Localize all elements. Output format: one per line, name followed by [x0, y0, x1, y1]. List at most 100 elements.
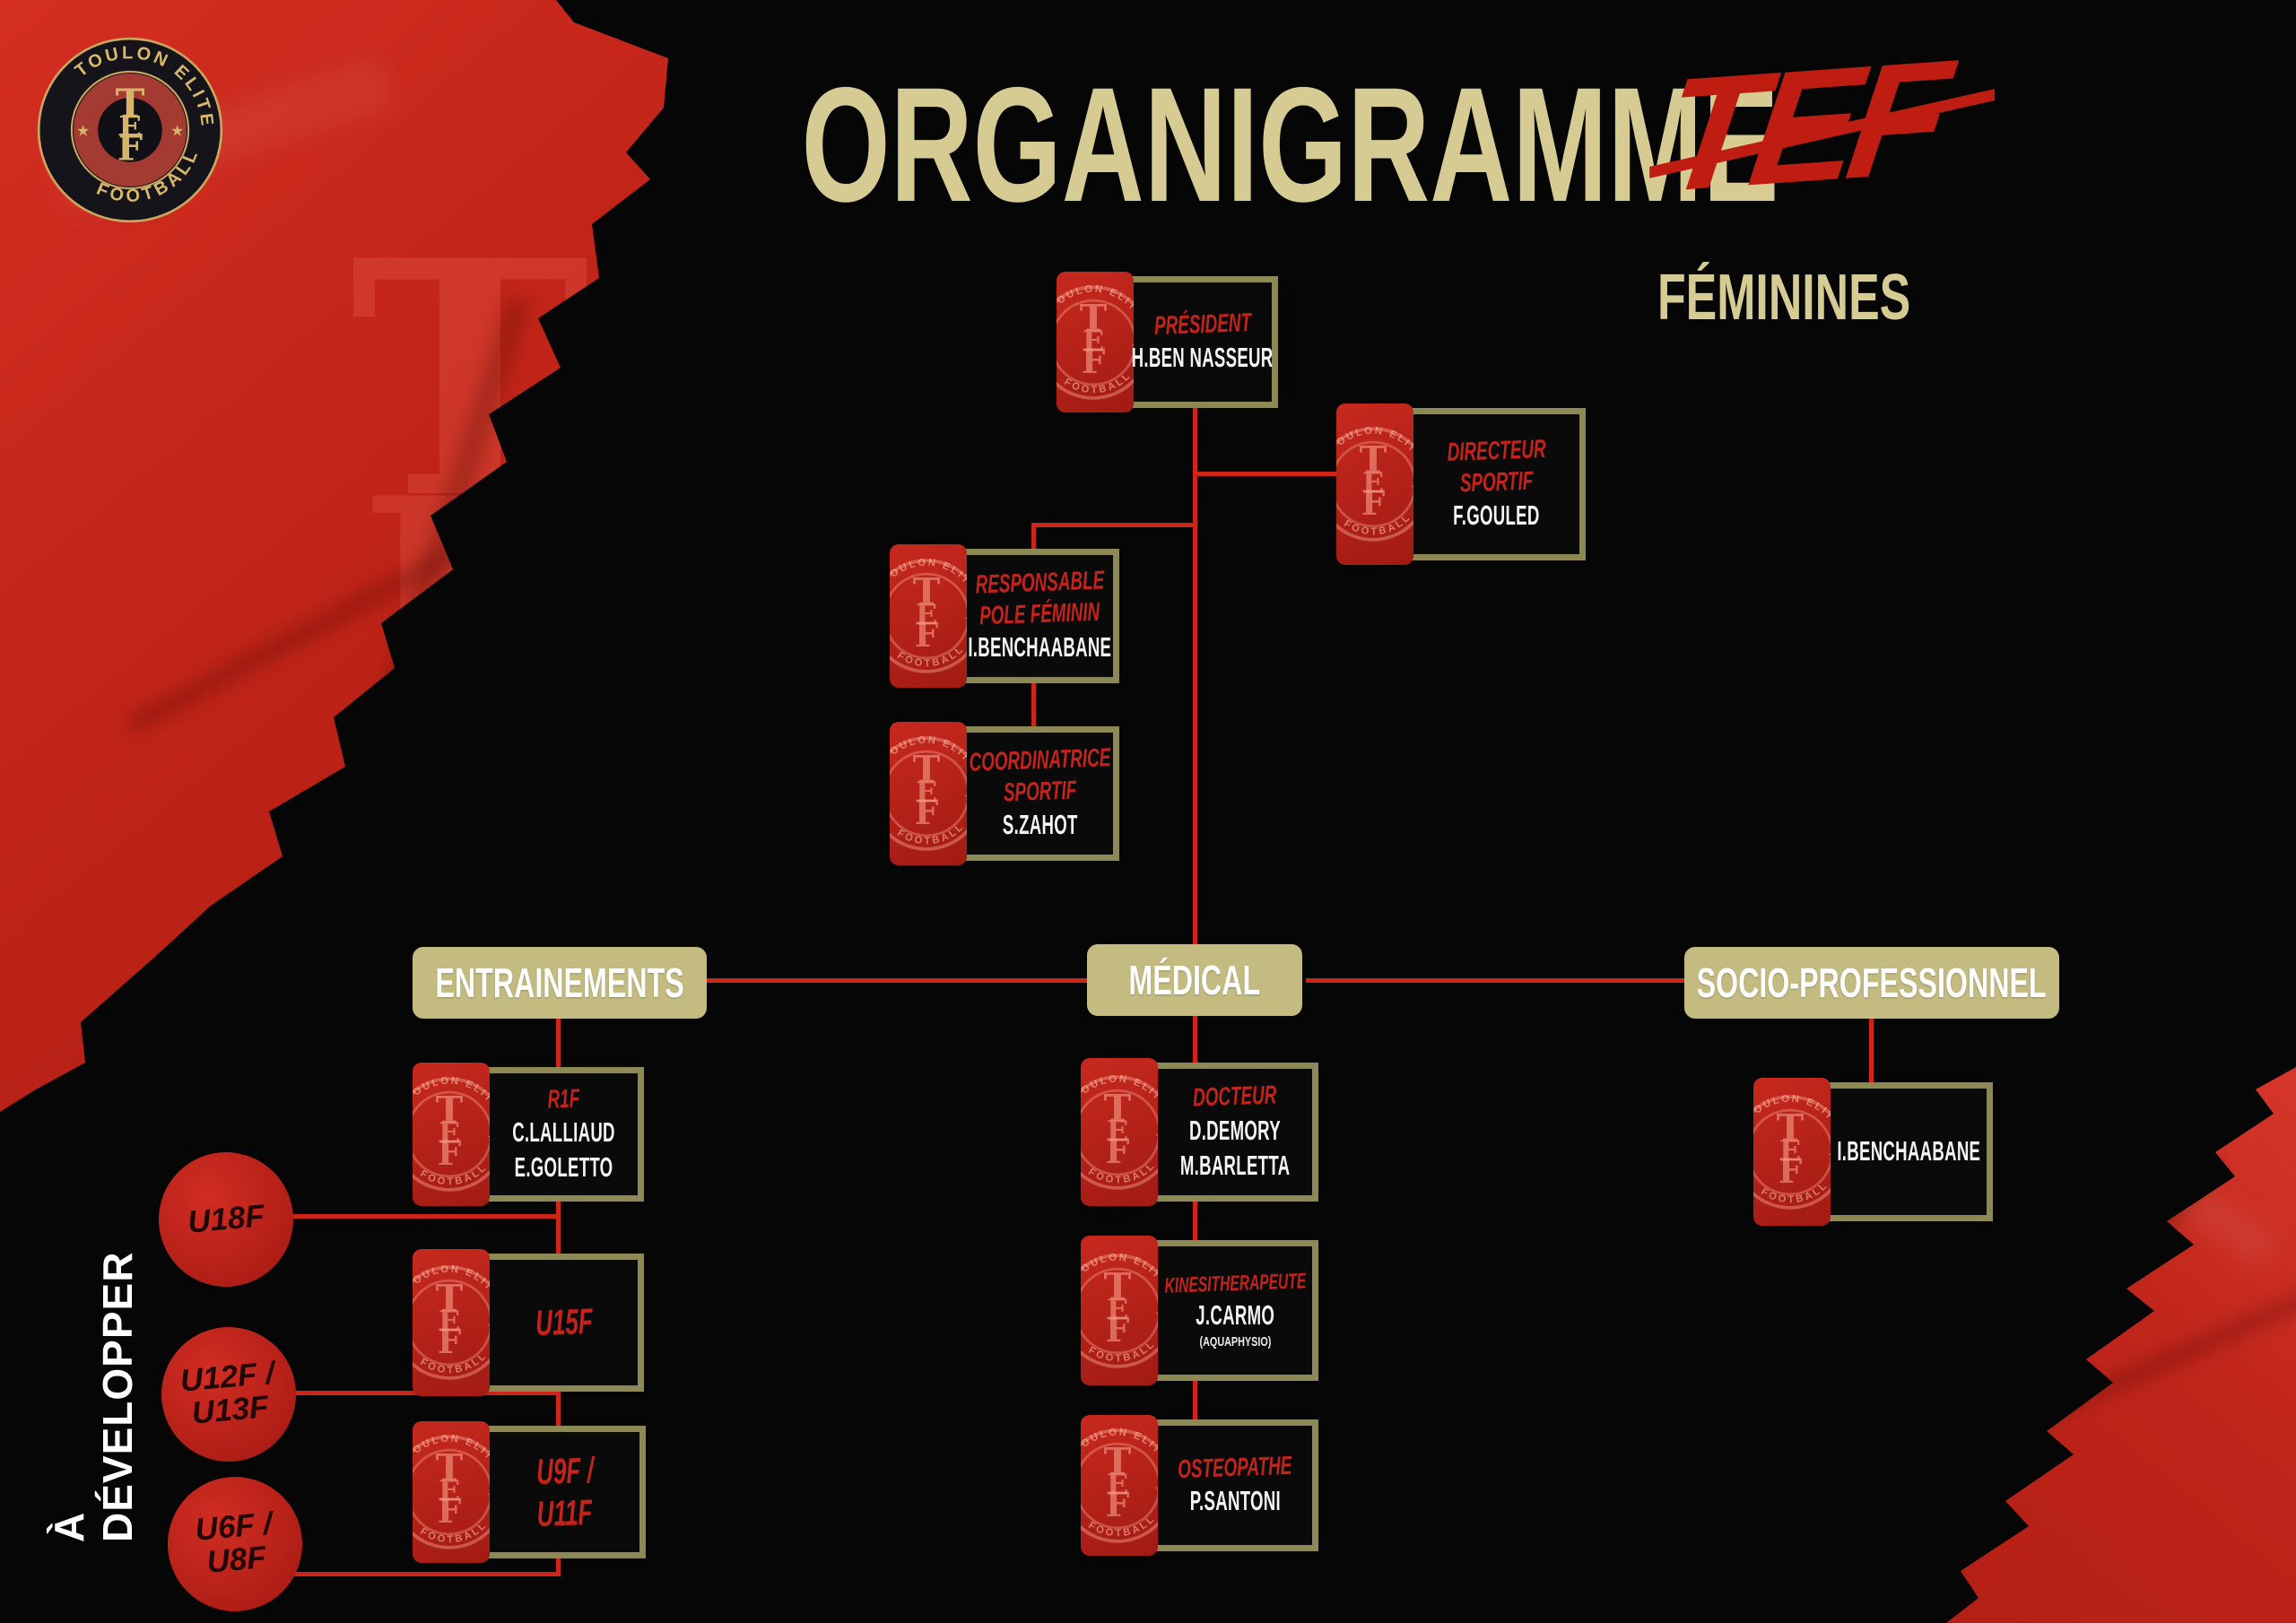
- org-box-name: E.GOLETTO: [514, 1151, 613, 1184]
- connector-line: [1193, 472, 1340, 476]
- org-box-content: U15F: [491, 1254, 636, 1392]
- paper-crease: [125, 540, 467, 735]
- org-box-socio-benchaabane: I.BENCHAABANE: [1753, 1078, 1993, 1226]
- org-box-frame: [1822, 1082, 1993, 1221]
- org-box-title: U11F: [535, 1492, 594, 1534]
- section-header-label: MÉDICAL: [1128, 957, 1261, 1003]
- connector-line: [707, 978, 1091, 983]
- org-box-title: PRÉSIDENT: [1153, 308, 1252, 341]
- connector-line: [269, 1214, 558, 1219]
- org-box-name: F.GOULED: [1453, 499, 1540, 532]
- category-circle-u12f: U12F /U13F: [155, 1321, 302, 1468]
- org-box-title: DIRECTEUR: [1446, 434, 1546, 467]
- org-box-title: POLE FÉMININ: [978, 597, 1101, 631]
- club-badge-watermark: [1081, 1236, 1158, 1385]
- svg-text:★: ★: [170, 122, 184, 139]
- connector-line: [556, 1557, 561, 1576]
- page-subtitle: FÉMININES: [1657, 265, 2009, 330]
- club-badge-watermark: [1081, 1058, 1158, 1206]
- org-box-title: RESPONSABLE: [975, 566, 1105, 600]
- org-box-name: M.BARLETTA: [1179, 1149, 1291, 1181]
- connector-line: [1869, 1019, 1874, 1084]
- connector-line: [285, 1572, 560, 1576]
- org-box-title: R1F: [547, 1084, 580, 1115]
- connector-line: [1306, 978, 1686, 983]
- page-subtitle-text: FÉMININES: [1657, 262, 1911, 334]
- org-box-name: P.SANTONI: [1189, 1485, 1281, 1517]
- org-box-title: SPORTIF: [1003, 776, 1077, 808]
- club-badge-watermark: [890, 722, 967, 865]
- org-box-content: U9F /U11F: [491, 1426, 638, 1558]
- club-badge-watermark: [413, 1063, 490, 1206]
- category-circle-u18f: U18F: [152, 1146, 300, 1293]
- org-box-u9f: U9F /U11F: [413, 1421, 646, 1563]
- category-circle-label: U18F: [186, 1197, 266, 1240]
- org-box-name: S.ZAHOT: [1002, 809, 1078, 841]
- watermark-letter-f: F: [377, 669, 594, 1027]
- svg-text:★: ★: [76, 122, 90, 139]
- org-box-title: U9F /: [535, 1450, 595, 1492]
- connector-line: [1193, 1016, 1197, 1424]
- svg-text:E: E: [118, 108, 142, 144]
- org-box-title: SPORTIF: [1459, 466, 1534, 499]
- org-box-title: U15F: [534, 1301, 594, 1344]
- category-circle-u6f: U6F /U8F: [161, 1471, 309, 1618]
- club-badge-watermark: [413, 1249, 490, 1396]
- tef-brush-logo: TEF: [1649, 26, 1996, 226]
- page-title-text: ORGANIGRAMME: [801, 53, 1779, 236]
- section-header-socio: SOCIO-PROFESSIONNEL: [1684, 947, 2059, 1019]
- section-header-medical: MÉDICAL: [1087, 944, 1302, 1016]
- category-circle-label: U8F: [204, 1540, 268, 1580]
- org-box-title: OSTEOPATHE: [1177, 1451, 1293, 1484]
- tef-brush-logo-text: TEF: [1652, 26, 1952, 226]
- side-label-text: À DÉVELOPPER: [46, 1251, 141, 1542]
- watermark-letter-e: E: [359, 433, 585, 781]
- paper-crease: [2010, 1289, 2296, 1437]
- club-badge-watermark: [1081, 1415, 1158, 1556]
- svg-text:F: F: [117, 128, 143, 169]
- org-box-u15f: U15F: [413, 1249, 644, 1396]
- svg-text:T: T: [116, 81, 145, 126]
- club-badge-watermark: [1057, 272, 1134, 412]
- connector-line: [556, 1200, 561, 1255]
- connector-line: [1193, 408, 1197, 949]
- club-badge-logo: TOULON ELITE FOOTBALL ★ ★ T E F TOULON E…: [37, 37, 223, 223]
- org-box-name: I.BENCHAABANE: [968, 631, 1112, 664]
- org-box-name: C.LALLIAUD: [512, 1116, 615, 1149]
- section-header-label: ENTRAINEMENTS: [435, 959, 684, 1006]
- org-box-frame: [958, 726, 1119, 861]
- side-label-a-developper: À DÉVELOPPER: [45, 1246, 142, 1542]
- paper-highlight: [2113, 1134, 2282, 1271]
- org-box-title: DOCTEUR: [1192, 1081, 1278, 1113]
- section-header-entrainements: ENTRAINEMENTS: [413, 947, 707, 1019]
- connector-line: [1031, 523, 1197, 527]
- connector-line: [556, 1390, 561, 1428]
- club-badge-watermark: [413, 1421, 490, 1563]
- connector-line: [1031, 525, 1036, 551]
- org-box-frame: [481, 1067, 644, 1202]
- connector-line: [1031, 681, 1036, 728]
- club-badge-watermark: [890, 544, 967, 688]
- org-box-name: J.CARMO: [1196, 1298, 1274, 1331]
- org-box-note: (AQUAPHYSIO): [1199, 1333, 1271, 1350]
- club-badge-watermark: [1753, 1078, 1831, 1226]
- org-box-frame: [1405, 408, 1586, 560]
- category-circle-label: U13F: [190, 1389, 270, 1431]
- club-badge-watermark: [1336, 404, 1413, 565]
- org-box-name: H.BEN NASSEUR: [1132, 342, 1274, 374]
